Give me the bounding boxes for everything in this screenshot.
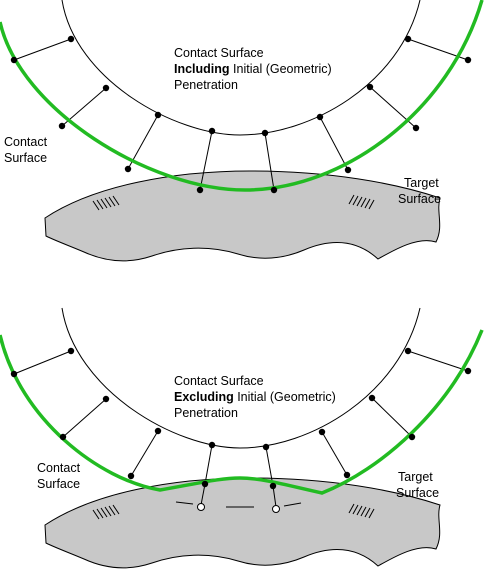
- panel-including: Contact Surface Including Initial (Geome…: [0, 0, 484, 262]
- initial-penetration-markers: [175, 483, 302, 508]
- node: [412, 124, 420, 132]
- node: [154, 427, 162, 435]
- node: [316, 113, 324, 121]
- node: [196, 186, 204, 194]
- projected-node: [197, 503, 205, 511]
- node: [208, 441, 216, 449]
- target-surface-label-line2: Surface: [396, 486, 439, 500]
- target-hatch-right: [348, 503, 375, 519]
- target-hatch-right: [348, 194, 375, 210]
- node: [10, 370, 18, 378]
- panel-title-line2: Including Initial (Geometric): [174, 62, 332, 76]
- node: [102, 84, 110, 92]
- node: [154, 111, 162, 119]
- node: [124, 165, 132, 173]
- projected-node: [272, 505, 280, 513]
- target-surface-label-line1: Target: [398, 470, 433, 484]
- node: [404, 35, 412, 43]
- node: [67, 347, 75, 355]
- contact-surface-curve: [0, 0, 484, 192]
- panel-title-line3: Penetration: [174, 78, 238, 92]
- mesh-nodes: [10, 35, 472, 194]
- panel-title-line2: Excluding Initial (Geometric): [174, 390, 336, 404]
- node: [269, 482, 277, 490]
- node: [318, 428, 326, 436]
- node: [464, 56, 472, 64]
- node: [102, 395, 110, 403]
- mesh-inner-boundary: [61, 307, 421, 449]
- panel-excluding: Contact Surface Excluding Initial (Geome…: [0, 307, 484, 569]
- contact-surface-curve: [0, 329, 484, 495]
- node: [464, 367, 472, 375]
- node: [10, 56, 18, 64]
- node: [208, 127, 216, 135]
- contact-surface-label-line2: Surface: [4, 151, 47, 165]
- contact-surface-label-line2: Surface: [37, 477, 80, 491]
- node: [343, 471, 351, 479]
- contact-surface-label-line1: Contact: [37, 461, 81, 475]
- node: [408, 433, 416, 441]
- projected-nodes: [197, 503, 280, 513]
- mesh-radial-lines: [13, 350, 469, 487]
- node: [368, 394, 376, 402]
- panel-title-line1: Contact Surface: [174, 374, 264, 388]
- node: [262, 443, 270, 451]
- panel-title-line1: Contact Surface: [174, 46, 264, 60]
- target-body: [44, 477, 441, 569]
- target-hatch-left: [92, 195, 120, 211]
- target-hatch-left: [92, 504, 120, 520]
- target-surface-label-line2: Surface: [398, 192, 441, 206]
- node: [201, 480, 209, 488]
- node: [59, 433, 67, 441]
- contact-surface-label-line1: Contact: [4, 135, 48, 149]
- node: [127, 472, 135, 480]
- node: [261, 129, 269, 137]
- node: [344, 166, 352, 174]
- node: [366, 83, 374, 91]
- target-surface-label-line1: Target: [404, 176, 439, 190]
- node: [67, 35, 75, 43]
- node: [58, 122, 66, 130]
- node: [404, 347, 412, 355]
- panel-title-line3: Penetration: [174, 406, 238, 420]
- node: [270, 186, 278, 194]
- target-body: [44, 170, 441, 262]
- mesh-nodes: [10, 347, 472, 490]
- mesh-inner-boundary: [61, 0, 421, 136]
